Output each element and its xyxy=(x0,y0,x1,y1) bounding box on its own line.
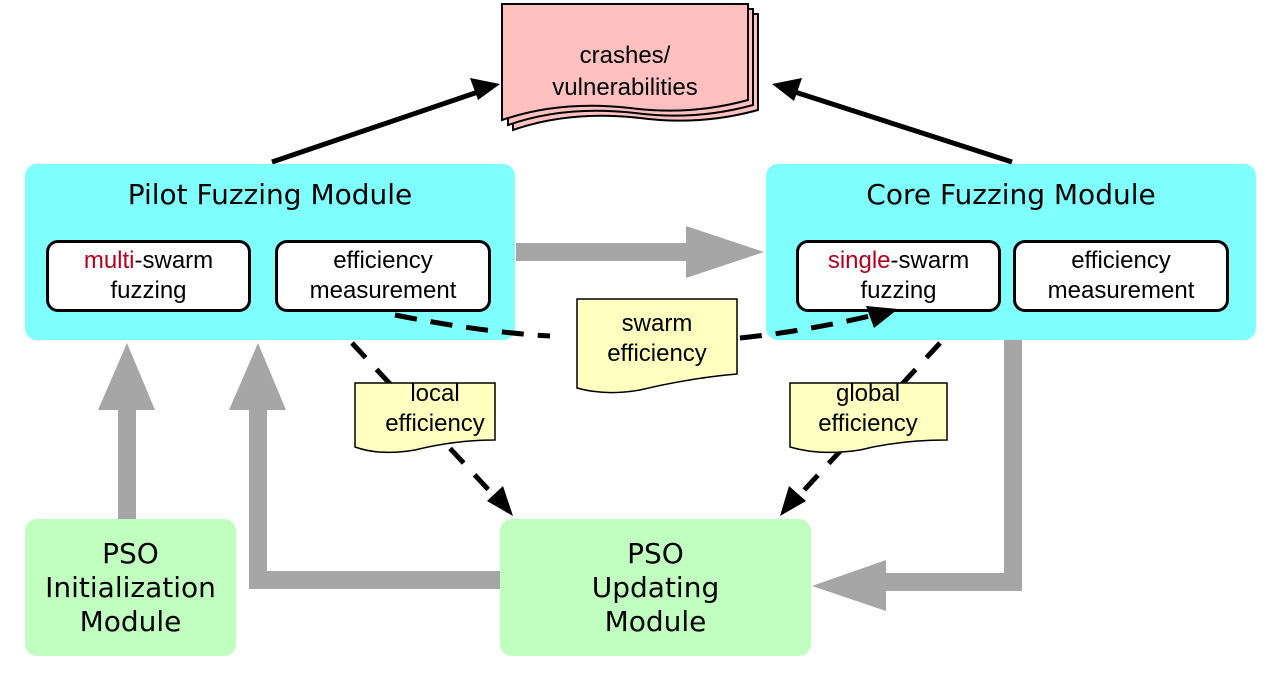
crashes-label-line2: vulnerabilities xyxy=(552,74,698,101)
pilot-efficiency-line1: efficiency xyxy=(333,247,433,274)
pilot-to-crashes-arrow xyxy=(271,89,479,165)
crashes-document-stack xyxy=(501,3,759,132)
arrowhead xyxy=(686,226,764,278)
crashes-label: crashes/ vulnerabilities xyxy=(502,40,748,104)
multi-swarm-fuzzing-box: multi-swarm fuzzing xyxy=(46,240,251,312)
swarm-text: -swarm xyxy=(134,247,214,274)
multi-accent-text: multi xyxy=(83,247,135,274)
swarm-text: -swarm xyxy=(890,247,970,274)
crashes-label-line1: crashes/ xyxy=(579,42,671,69)
pilot-efficiency-measurement-box: efficiency measurement xyxy=(275,240,491,312)
swarm-label-line1: swarm xyxy=(621,310,693,337)
arrowhead xyxy=(780,486,806,516)
update-to-pilot-arrow xyxy=(249,408,500,589)
swarm-efficiency-note xyxy=(576,298,738,394)
pso-update-line3: Module xyxy=(604,604,707,638)
pso-init-line3: Module xyxy=(79,604,182,638)
core-module-title: Core Fuzzing Module xyxy=(866,178,1156,211)
arrowhead xyxy=(487,486,513,516)
arrowhead xyxy=(772,78,802,101)
pilot-efficiency-line2: measurement xyxy=(309,277,457,304)
single-swarm-line2: fuzzing xyxy=(860,277,937,304)
pso-update-line1: PSO xyxy=(627,536,684,570)
local-efficiency-label: local efficiency xyxy=(355,379,515,439)
global-efficiency-note xyxy=(789,382,948,454)
global-label-line2: efficiency xyxy=(818,410,918,437)
swarm-efficiency-flow xyxy=(394,312,871,341)
pso-init-line1: PSO xyxy=(102,536,159,570)
init-to-pilot-arrow xyxy=(118,408,136,520)
arrowhead xyxy=(470,78,500,100)
pilot-fuzzing-module: Pilot Fuzzing Module multi-swarm fuzzing… xyxy=(25,164,515,340)
multi-swarm-line2: fuzzing xyxy=(110,277,187,304)
local-label-line2: efficiency xyxy=(385,410,485,437)
pso-updating-module: PSO Updating Module xyxy=(500,519,811,656)
swarm-efficiency-label: swarm efficiency xyxy=(577,309,737,369)
core-to-crashes-arrow xyxy=(794,89,1013,165)
pilot-to-core-arrow xyxy=(516,243,691,261)
single-swarm-fuzzing-box: single-swarm fuzzing xyxy=(796,240,1001,312)
core-efficiency-line2: measurement xyxy=(1047,277,1195,304)
local-efficiency-note xyxy=(354,382,496,454)
global-label-line1: global xyxy=(835,380,901,407)
pilot-module-title: Pilot Fuzzing Module xyxy=(127,178,413,211)
global-efficiency-label: global efficiency xyxy=(788,379,948,439)
single-accent-text: single xyxy=(827,247,891,274)
core-efficiency-measurement-box: efficiency measurement xyxy=(1013,240,1229,312)
local-label-line1: local xyxy=(410,380,460,407)
multi-swarm-line1: multi-swarm xyxy=(84,246,213,276)
core-fuzzing-module: Core Fuzzing Module single-swarm fuzzing… xyxy=(766,164,1256,340)
pso-initialization-module: PSO Initialization Module xyxy=(25,519,236,656)
pso-init-line2: Initialization xyxy=(45,570,216,604)
arrowhead xyxy=(812,560,886,611)
arrowhead xyxy=(98,343,155,410)
core-efficiency-line1: efficiency xyxy=(1071,247,1171,274)
pso-update-line2: Updating xyxy=(591,570,720,604)
arrowhead xyxy=(229,343,286,410)
arrowhead xyxy=(866,306,898,328)
swarm-label-line2: efficiency xyxy=(607,340,707,367)
single-swarm-line1: single-swarm xyxy=(828,246,969,276)
core-to-update-arrow xyxy=(885,340,1022,591)
